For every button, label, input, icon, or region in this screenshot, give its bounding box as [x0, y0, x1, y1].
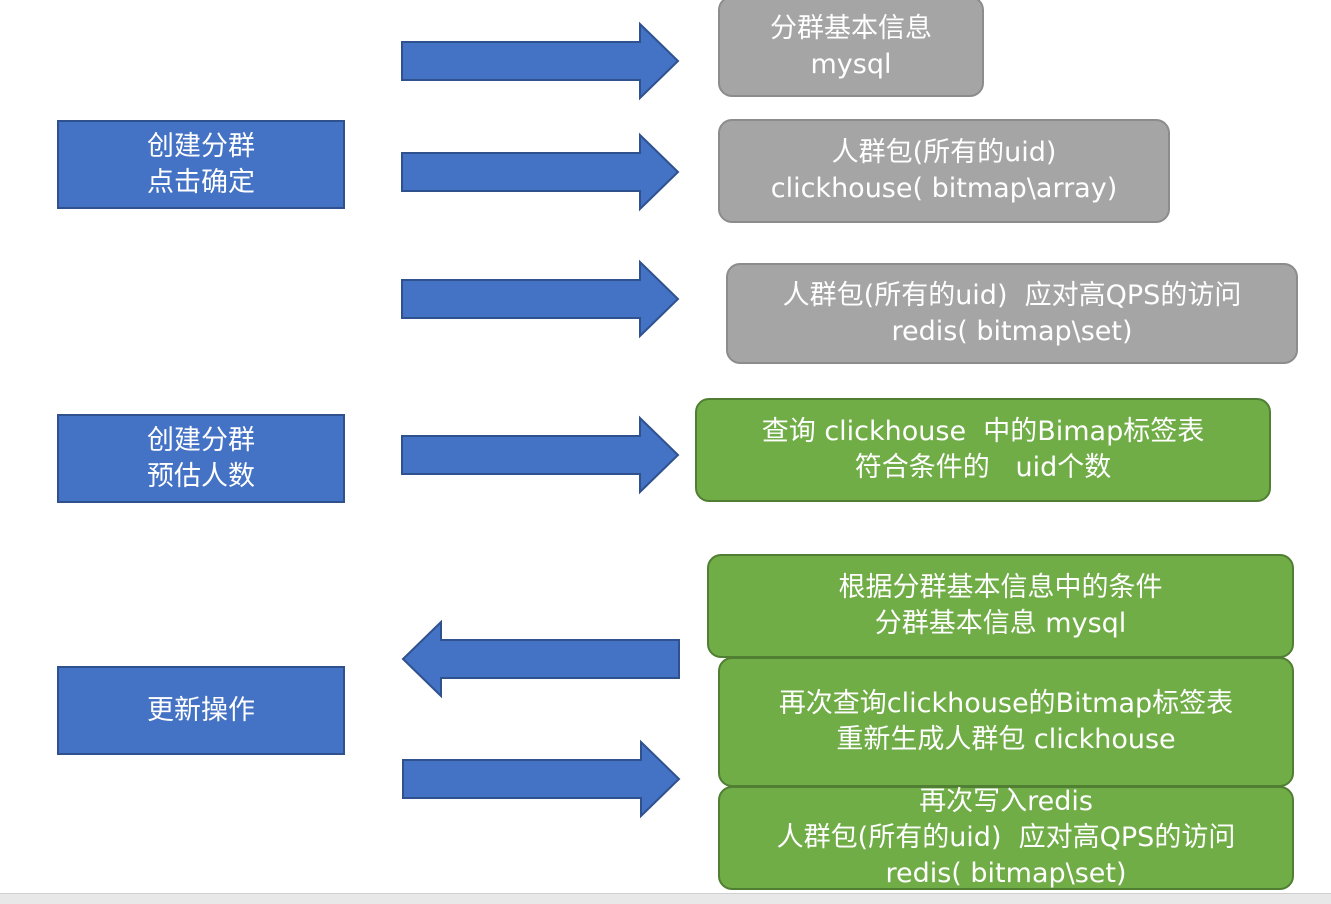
mysql-line1: 分群基本信息	[770, 12, 932, 44]
write-redis-box: 再次写入redis 人群包(所有的uid) 应对高QPS的访问 redis( b…	[718, 786, 1294, 890]
requery-box: 再次查询clickhouse的Bitmap标签表 重新生成人群包 clickho…	[718, 657, 1294, 787]
create-estimate-line2: 预估人数	[147, 460, 255, 492]
clickhouse-line1: 人群包(所有的uid)	[831, 137, 1057, 168]
left-arrow-icon	[401, 619, 680, 699]
clickhouse-storage-box: 人群包(所有的uid) clickhouse( bitmap\array)	[718, 119, 1170, 223]
bottom-scrollbar[interactable]	[0, 893, 1331, 904]
estimate-line1: 查询 clickhouse 中的Bimap标签表	[761, 416, 1205, 447]
requery-line1: 再次查询clickhouse的Bitmap标签表	[778, 688, 1234, 719]
right-arrow-icon	[401, 132, 680, 212]
read-conditions-line1: 根据分群基本信息中的条件	[838, 572, 1163, 603]
update-box: 更新操作	[57, 666, 345, 755]
estimate-query-box: 查询 clickhouse 中的Bimap标签表 符合条件的 uid个数	[695, 398, 1271, 502]
right-arrow-icon	[401, 21, 680, 101]
create-estimate-box: 创建分群 预估人数	[57, 414, 345, 503]
update-line1: 更新操作	[147, 694, 255, 726]
write-redis-line2: 人群包(所有的uid) 应对高QPS的访问	[776, 822, 1236, 853]
create-estimate-line1: 创建分群	[147, 424, 255, 456]
mysql-storage-box: 分群基本信息 mysql	[718, 0, 984, 97]
create-confirm-line2: 点击确定	[147, 166, 255, 198]
write-redis-line1: 再次写入redis	[919, 786, 1093, 817]
read-conditions-line2: 分群基本信息 mysql	[874, 608, 1127, 639]
right-arrow-icon	[401, 259, 680, 339]
requery-line2: 重新生成人群包 clickhouse	[836, 724, 1176, 755]
read-conditions-box: 根据分群基本信息中的条件 分群基本信息 mysql	[707, 554, 1294, 658]
create-confirm-line1: 创建分群	[147, 130, 255, 162]
estimate-line2: 符合条件的 uid个数	[854, 452, 1112, 483]
right-arrow-icon	[401, 415, 680, 495]
redis-storage-box: 人群包(所有的uid) 应对高QPS的访问 redis( bitmap\set)	[726, 263, 1298, 364]
write-redis-line3: redis( bitmap\set)	[885, 858, 1127, 889]
mysql-line2: mysql	[810, 48, 892, 80]
create-confirm-box: 创建分群 点击确定	[57, 120, 345, 209]
redis-line2: redis( bitmap\set)	[891, 315, 1133, 347]
redis-line1: 人群包(所有的uid) 应对高QPS的访问	[782, 279, 1242, 311]
clickhouse-line2: clickhouse( bitmap\array)	[770, 173, 1118, 204]
right-arrow-icon	[402, 739, 681, 819]
